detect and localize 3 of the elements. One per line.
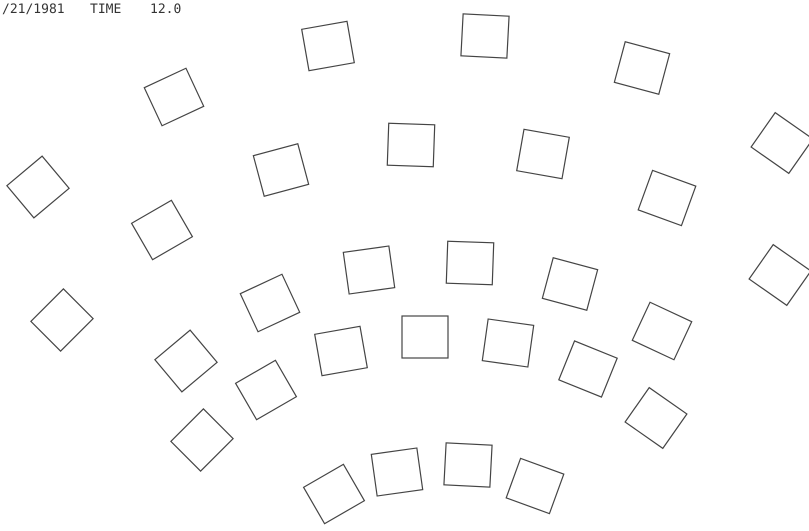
date-label: /21/1981: [2, 2, 65, 17]
time-value: 12.0: [150, 2, 182, 17]
time-label: TIME: [90, 2, 122, 17]
